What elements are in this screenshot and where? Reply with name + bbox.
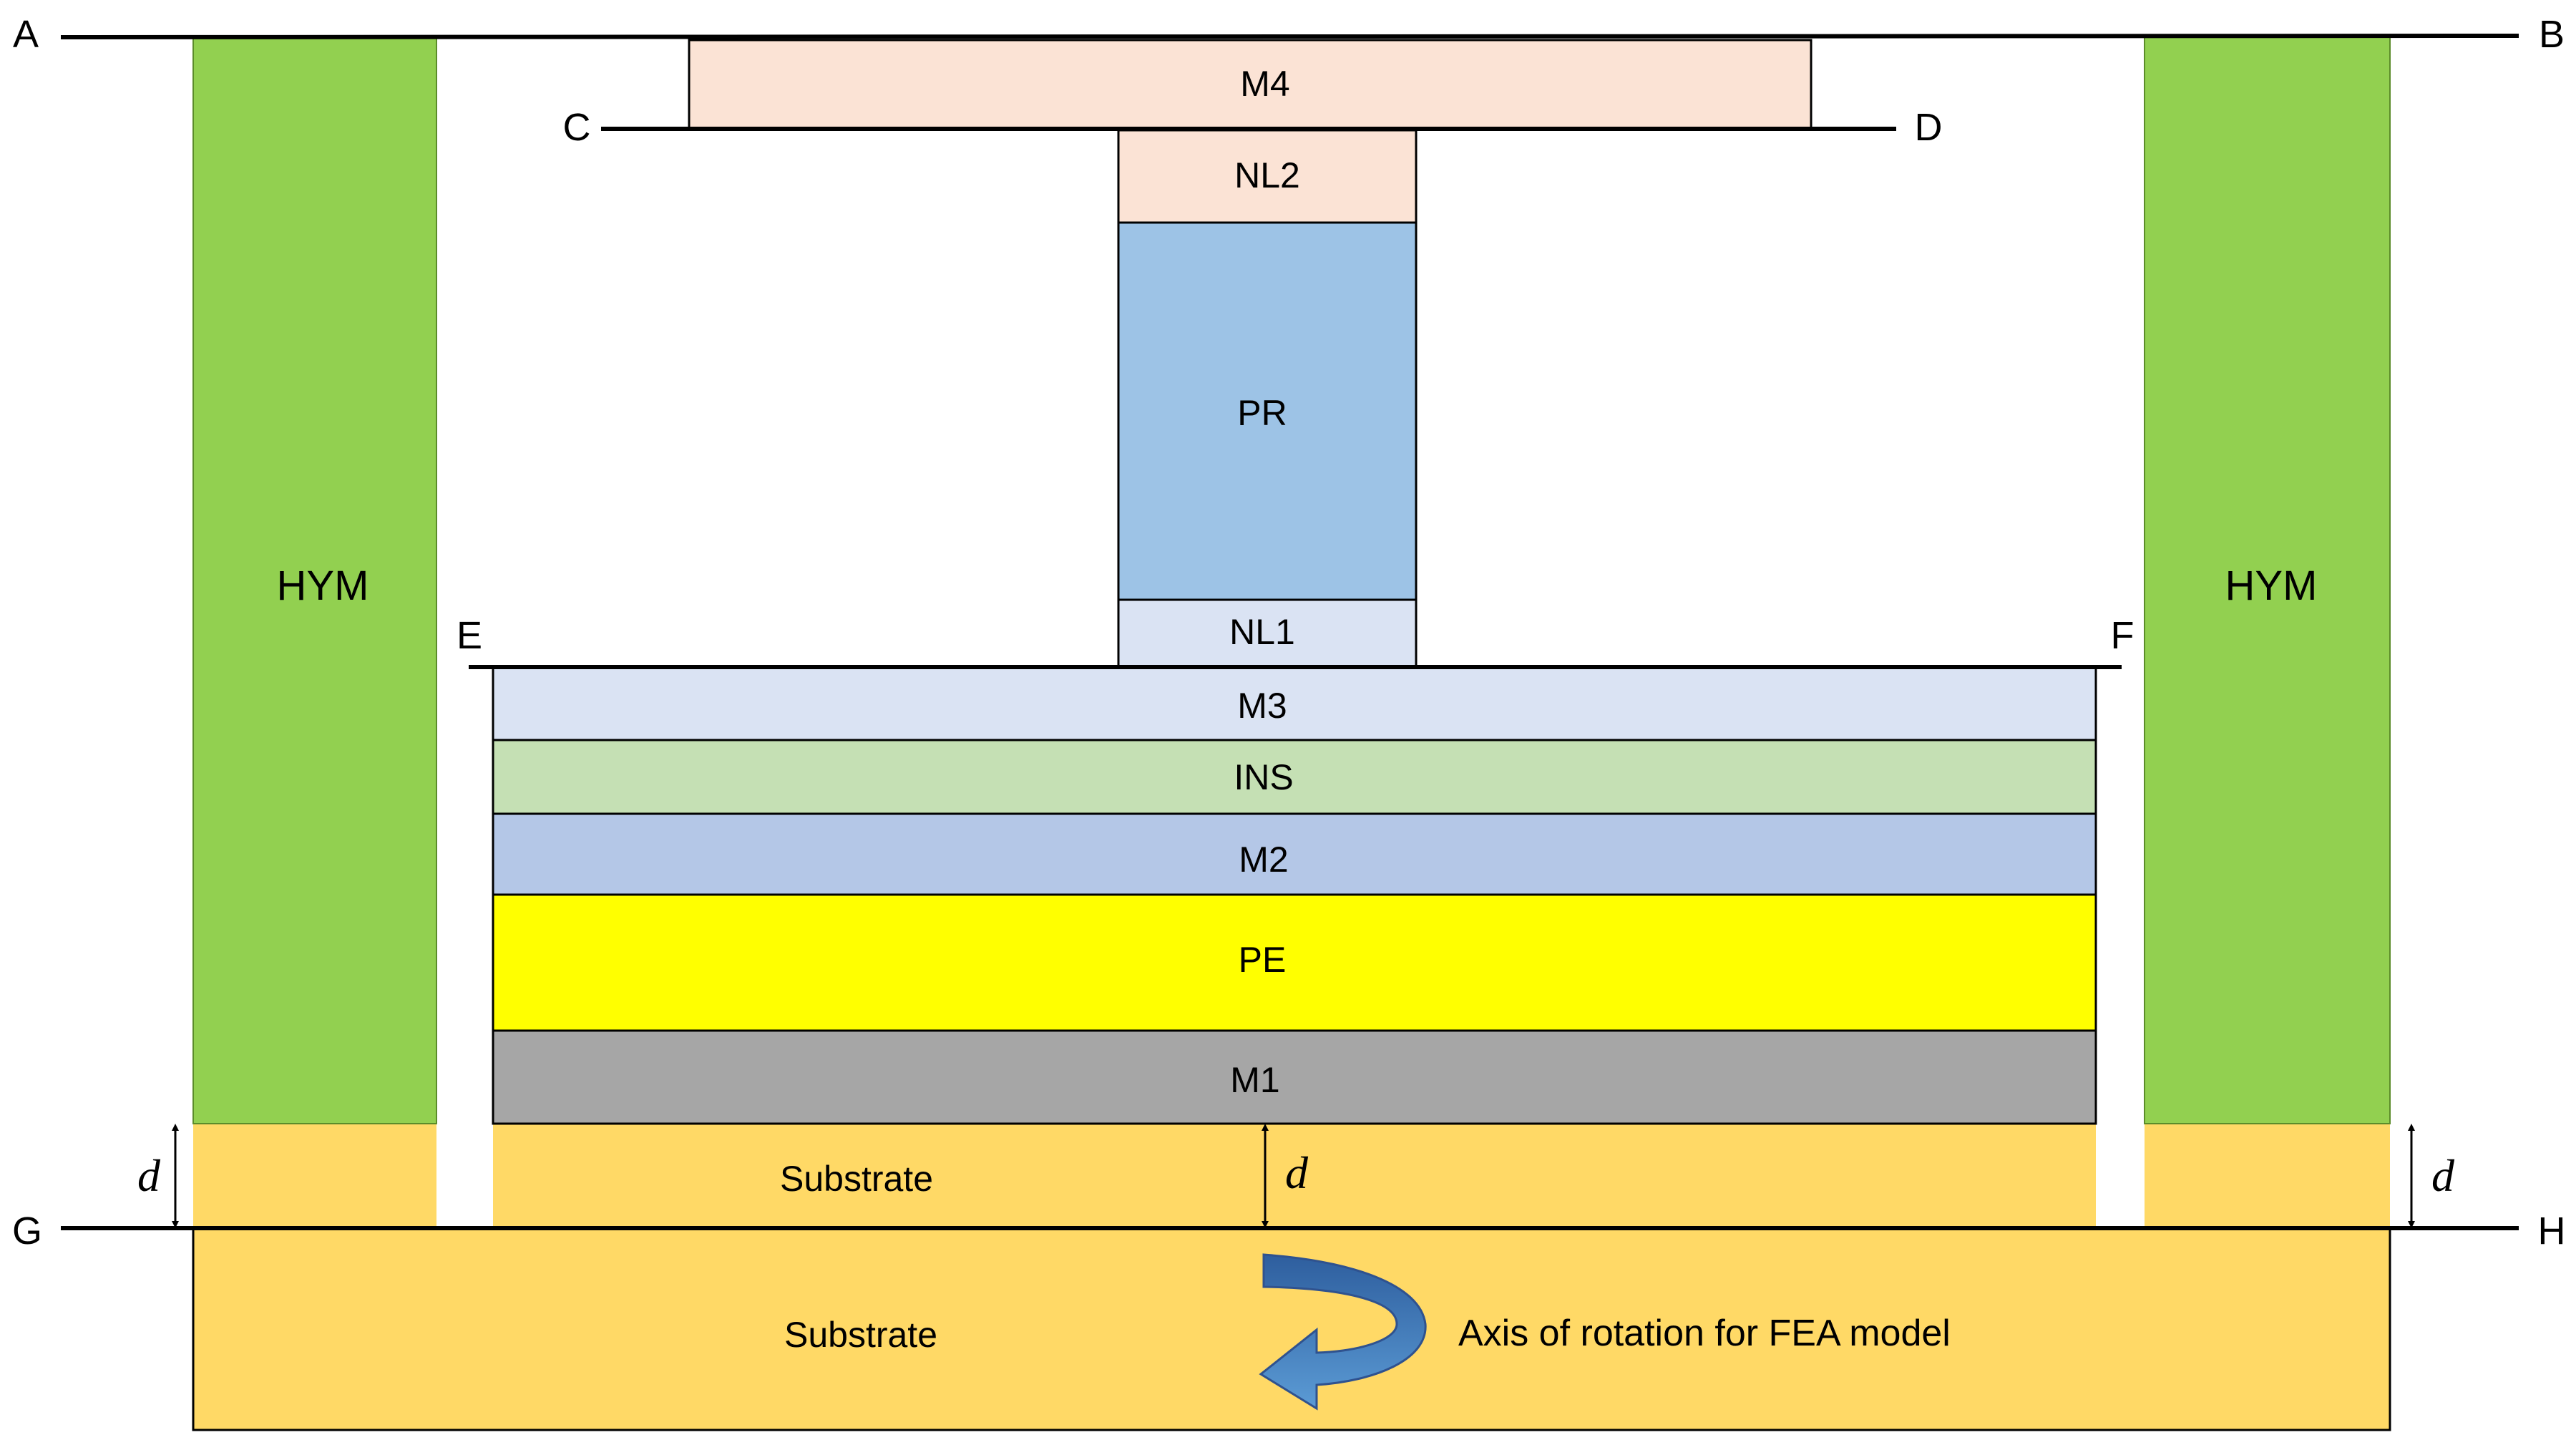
point-label-h: H — [2538, 1210, 2566, 1252]
hym-left-label: HYM — [277, 563, 369, 609]
m4-layer — [688, 39, 1813, 130]
ins-label: INS — [1234, 757, 1293, 797]
hym-right-label: HYM — [2225, 563, 2318, 609]
point-label-c: C — [563, 106, 591, 149]
rotation-arrow-icon — [1259, 1253, 1427, 1411]
line-ab — [60, 34, 2519, 39]
m3-label: M3 — [1237, 686, 1287, 726]
substrate-right-segment — [2145, 1124, 2390, 1228]
point-label-d: D — [1915, 106, 1943, 149]
rotation-axis-label: Axis of rotation for FEA model — [1458, 1313, 1951, 1354]
m4-label: M4 — [1240, 64, 1289, 104]
pr-layer — [1117, 221, 1418, 601]
m2-label: M2 — [1239, 840, 1288, 880]
m1-layer — [492, 1029, 2097, 1125]
substrate-upper-label: Substrate — [780, 1159, 933, 1199]
point-label-e: E — [457, 614, 482, 657]
nl2-label: NL2 — [1234, 155, 1300, 195]
nl1-label: NL1 — [1229, 612, 1295, 652]
substrate-left-segment — [193, 1124, 436, 1228]
ins-layer — [492, 739, 2097, 815]
m3-layer — [492, 666, 2097, 741]
point-label-f: F — [2111, 614, 2135, 657]
substrate-center-segment — [493, 1124, 2096, 1228]
nl2-layer — [1117, 129, 1418, 224]
point-label-g: G — [12, 1210, 42, 1252]
substrate-lower-label: Substrate — [784, 1315, 937, 1355]
dimension-label-center: d — [1285, 1147, 1309, 1198]
pe-label: PE — [1239, 940, 1287, 980]
m1-label: M1 — [1230, 1060, 1279, 1100]
point-label-b: B — [2539, 13, 2565, 56]
m2-layer — [492, 812, 2097, 896]
dimension-label-left: d — [137, 1150, 161, 1201]
point-label-a: A — [13, 13, 39, 56]
pe-layer — [492, 893, 2097, 1032]
dimension-label-right: d — [2431, 1150, 2455, 1201]
hym-right-pillar — [2144, 37, 2391, 1124]
pr-label: PR — [1237, 393, 1287, 433]
